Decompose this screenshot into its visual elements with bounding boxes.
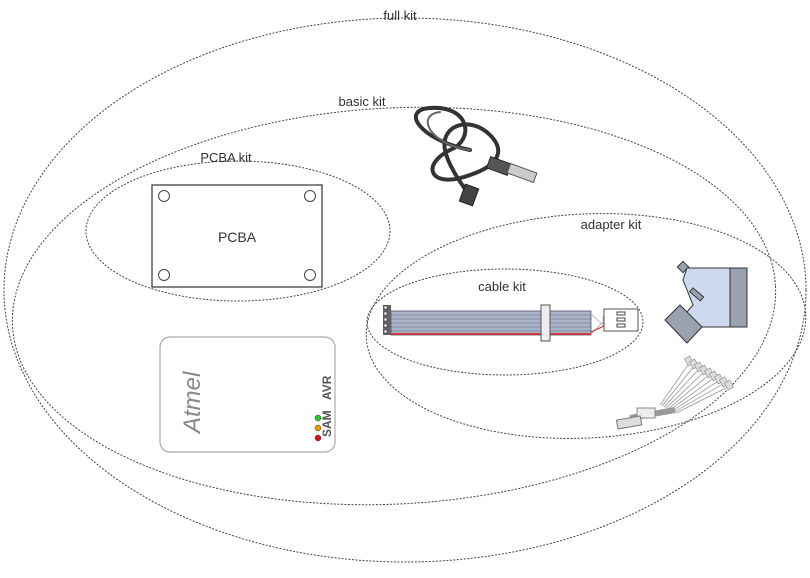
atmel-debugger: Atmel AVR SAM bbox=[159, 336, 336, 453]
avr-label: AVR bbox=[320, 375, 334, 400]
usb-cable-image bbox=[414, 105, 538, 207]
pcba-kit-label: PCBA kit bbox=[200, 150, 252, 165]
pcba-board: PCBA bbox=[151, 184, 323, 288]
pcba-label: PCBA bbox=[218, 229, 257, 245]
full-kit-ellipse bbox=[3, 17, 807, 563]
basic-kit-ellipse bbox=[11, 106, 777, 506]
sam-label: SAM bbox=[320, 410, 334, 437]
cable-kit-ellipse bbox=[366, 268, 644, 376]
adapter-kit-ellipse bbox=[365, 213, 807, 439]
green-led bbox=[314, 414, 322, 422]
basic-kit-label: basic kit bbox=[339, 94, 386, 109]
atmel-logo: Atmel bbox=[179, 371, 206, 435]
adapter-kit-label: adapter kit bbox=[581, 217, 642, 232]
ribbon-cable-image bbox=[383, 304, 639, 342]
pcba-kit-ellipse bbox=[85, 160, 391, 302]
cable-kit-label: cable kit bbox=[478, 279, 526, 294]
orange-led bbox=[314, 424, 322, 432]
red-led bbox=[314, 434, 322, 442]
full-kit-label: full kit bbox=[383, 8, 417, 23]
squid-cable-image bbox=[615, 355, 735, 430]
adapter-image bbox=[664, 260, 748, 344]
